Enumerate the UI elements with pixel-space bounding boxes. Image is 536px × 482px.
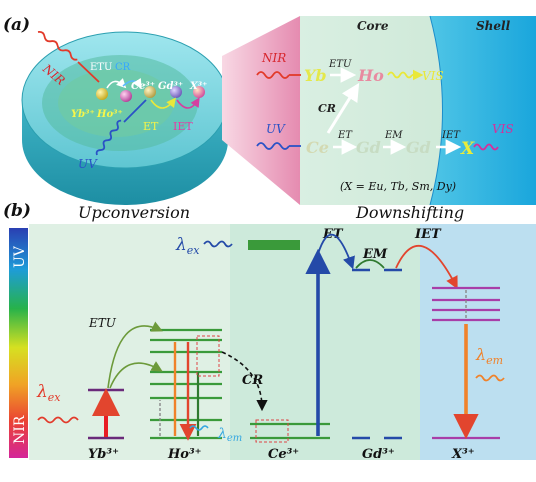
panel-b: (b) Upconversion Downshifting UV NIR λex… xyxy=(3,201,536,462)
panel-a-label: (a) xyxy=(3,15,30,35)
gd-ball xyxy=(170,86,182,98)
uv-axis-label: UV xyxy=(12,245,28,268)
upconversion-title: Upconversion xyxy=(78,203,190,222)
uv-label-right: UV xyxy=(266,122,286,136)
gd-label-right-2: Gd xyxy=(406,138,431,157)
etu-label-right: ETU xyxy=(328,59,352,70)
upconversion-bg xyxy=(29,224,230,460)
gd-label-left: Gd³⁺ xyxy=(158,81,183,92)
shell-bg-b xyxy=(420,224,536,460)
nir-wave-left xyxy=(37,30,78,61)
dopant-formula: (X = Eu, Tb, Sm, Dy) xyxy=(340,180,456,193)
vis-wave-1 xyxy=(387,71,413,79)
core-region xyxy=(300,16,450,205)
etu-arrow-b-2 xyxy=(109,361,163,389)
vis-label-2: VIS xyxy=(492,122,514,136)
x-ball xyxy=(193,86,205,98)
ion-label-gd: Gd³⁺ xyxy=(362,447,395,462)
yb-label-left: Yb³⁺ xyxy=(71,109,95,120)
ho-em-wave xyxy=(189,425,209,431)
x-label-right: X xyxy=(460,139,475,159)
zoom-funnel xyxy=(222,16,300,205)
nir-wave-right xyxy=(256,71,290,79)
shell-region xyxy=(430,16,536,205)
etu-label-left: ETU xyxy=(90,62,112,73)
ce-label-left: Ce³⁺ xyxy=(131,81,155,92)
iet-label-right: IET xyxy=(441,130,461,141)
ho-label-right: Ho xyxy=(357,66,384,85)
em-arrow-b xyxy=(355,259,385,269)
core-title: Core xyxy=(357,19,389,33)
et-arrow-b xyxy=(317,233,355,270)
cr-arrow-b xyxy=(221,351,268,412)
lambda-em-ho: λem xyxy=(217,426,242,444)
uv-label-left: UV xyxy=(78,157,98,171)
ho-cr-box xyxy=(196,335,220,377)
yb-label-right: Yb xyxy=(304,66,327,85)
ce-5d-band xyxy=(248,240,300,250)
iet-arrow-b xyxy=(395,245,458,290)
uv-wave-left xyxy=(95,119,122,156)
lambda-em-x: λem xyxy=(475,345,503,367)
cr-label-right: CR xyxy=(318,102,336,115)
ion-label-yb: Yb³⁺ xyxy=(88,447,119,462)
ce-cr-box xyxy=(255,419,289,443)
nir-wave-b xyxy=(37,416,79,424)
uv-beam xyxy=(123,99,147,123)
spectrum-axis xyxy=(9,228,28,458)
lambda-ex-left: λex xyxy=(36,382,61,404)
iet-arrow-left xyxy=(176,97,200,109)
iet-label-b: IET xyxy=(414,227,442,242)
ce-label-right: Ce xyxy=(306,138,329,157)
cr-arrow-left xyxy=(122,78,142,89)
uv-wave-right xyxy=(256,142,290,150)
downshifting-title: Downshifting xyxy=(355,203,464,222)
yb-ball xyxy=(96,88,108,100)
cr-arrow-right xyxy=(326,82,360,134)
ion-label-ce: Ce³⁺ xyxy=(268,447,299,462)
nir-beam xyxy=(77,61,100,83)
ion-label-x: X³⁺ xyxy=(451,447,475,462)
et-arrow-left xyxy=(150,97,176,109)
em-label-right: EM xyxy=(384,130,403,141)
ion-label-ho: Ho³⁺ xyxy=(167,447,202,462)
etu-arrow-b-1 xyxy=(107,321,163,389)
nir-label-right: NIR xyxy=(261,51,286,65)
gd-label-right-1: Gd xyxy=(356,138,381,157)
nanodisc-inner xyxy=(58,69,174,137)
shell-boundary xyxy=(429,15,443,206)
x-label-left: X³⁺ xyxy=(189,81,207,92)
x-em-wave xyxy=(475,374,505,382)
panel-a: (a) NIR ETU CR Yb³⁺ Ho³⁺ Ce³⁺ Gd³⁺ X³⁺ E… xyxy=(3,15,536,206)
iet-label-left: IET xyxy=(173,120,193,133)
et-label-right: ET xyxy=(337,130,353,141)
nir-axis-label: NIR xyxy=(12,415,28,444)
etu-arrow-left xyxy=(106,78,127,89)
etu-label-b: ETU xyxy=(88,316,117,330)
shell-title: Shell xyxy=(476,19,511,33)
em-label-b: EM xyxy=(362,247,388,262)
vis-label-1: VIS xyxy=(422,69,444,83)
et-label-left: ET xyxy=(143,120,159,133)
ce-ball xyxy=(144,86,156,98)
vis-wave-2 xyxy=(473,143,499,151)
core-bg-b xyxy=(230,224,435,460)
ho-label-left: Ho³⁺ xyxy=(96,109,123,120)
uv-wave-b xyxy=(203,240,233,248)
ho-ball xyxy=(120,90,132,102)
cr-label-left: CR xyxy=(115,62,131,73)
lambda-ex-top: λex xyxy=(175,235,200,257)
panel-b-label: (b) xyxy=(3,201,31,221)
